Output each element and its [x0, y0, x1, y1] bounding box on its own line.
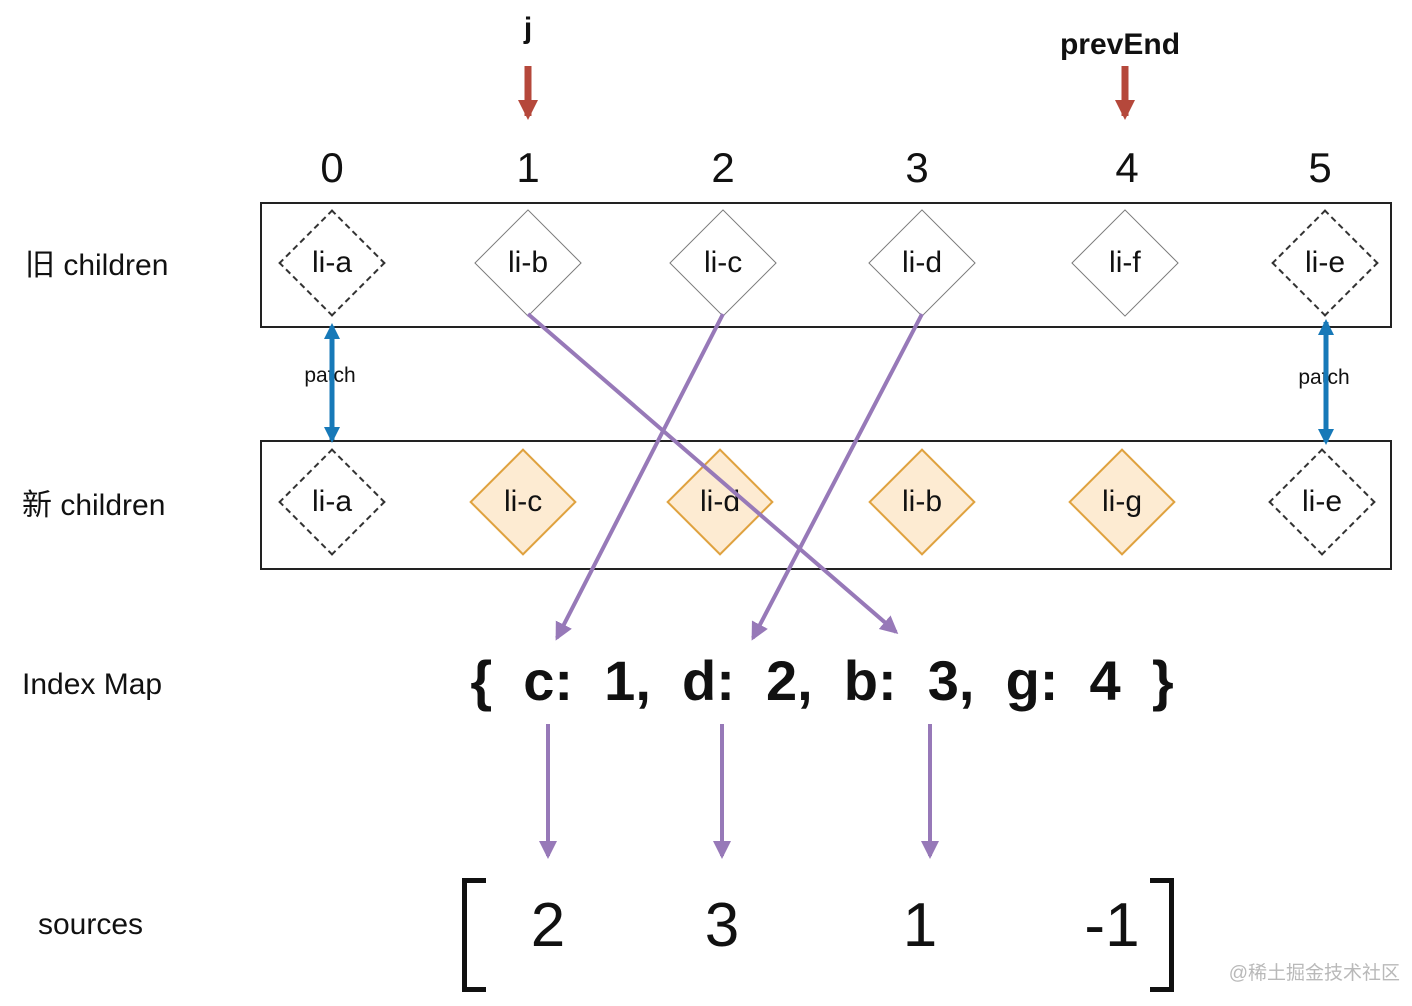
new-child-li-e-label: li-e [1301, 484, 1343, 518]
index-label-0: 0 [320, 144, 344, 191]
old-child-li-d-label: li-d [901, 245, 943, 279]
source-value-0: 2 [530, 891, 566, 960]
index-label-3: 3 [905, 144, 929, 191]
patch-label-right: patch [1298, 366, 1350, 389]
new-children-box [260, 440, 1392, 570]
old-child-li-d: li-d [867, 208, 977, 318]
sources-left-bracket [462, 878, 486, 992]
old-child-li-f: li-f [1070, 208, 1180, 318]
old-child-li-b: li-b [473, 208, 583, 318]
index-label-5: 5 [1308, 144, 1332, 191]
source-value-3: -1 [1084, 891, 1140, 960]
index-label-1: 1 [516, 144, 540, 191]
old-child-li-c-label: li-c [703, 245, 743, 279]
old-child-li-a-label: li-a [311, 245, 353, 279]
old-child-li-e-label: li-e [1304, 245, 1346, 279]
new-child-li-d-label: li-d [699, 484, 741, 518]
old-child-li-b-label: li-b [507, 245, 549, 279]
old-child-li-f-label: li-f [1109, 246, 1141, 279]
sources-right-bracket [1150, 878, 1174, 992]
index-label-4: 4 [1115, 144, 1139, 191]
new-child-li-a-label: li-a [311, 484, 353, 518]
old-child-li-e: li-e [1270, 208, 1380, 318]
source-value-1: 3 [704, 891, 740, 960]
new-child-li-a: li-a [277, 447, 387, 557]
new-child-li-d: li-d [665, 447, 775, 557]
new-child-li-e: li-e [1267, 447, 1377, 557]
prev-end-pointer-label: prevEnd [1059, 28, 1181, 61]
old-children-box [260, 202, 1392, 328]
watermark: @稀土掘金技术社区 [1228, 963, 1400, 984]
new-child-li-g: li-g [1067, 447, 1177, 557]
index-map-text: { c: 1, d: 2, b: 3, g: 4 } [470, 649, 1174, 712]
old-child-li-a: li-a [277, 208, 387, 318]
new-child-li-b-label: li-b [901, 484, 943, 518]
j-pointer-label: j [523, 12, 533, 45]
index-label-2: 2 [711, 144, 735, 191]
new-child-li-b: li-b [867, 447, 977, 557]
new-child-li-c-label: li-c [503, 484, 543, 518]
old-children-row-label: 旧 children [25, 249, 169, 282]
old-child-li-c: li-c [668, 208, 778, 318]
patch-label-left: patch [304, 364, 356, 387]
source-value-2: 1 [902, 891, 938, 960]
new-children-row-label: 新 children [22, 489, 166, 522]
sources-label: sources [38, 908, 144, 941]
new-child-li-c: li-c [468, 447, 578, 557]
index-map-label: Index Map [22, 668, 163, 701]
new-child-li-g-label: li-g [1101, 484, 1143, 518]
